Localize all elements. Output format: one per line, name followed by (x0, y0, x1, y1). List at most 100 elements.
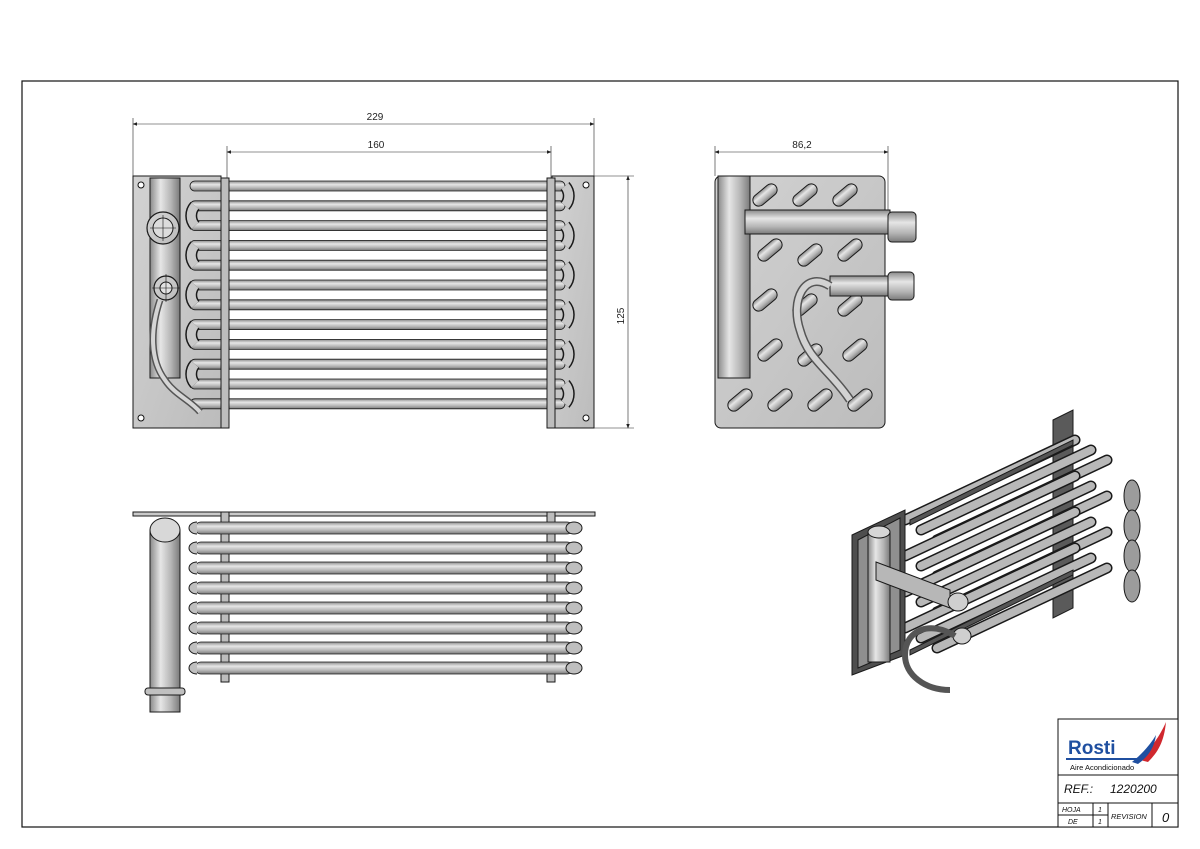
return-bend (186, 282, 199, 308)
tube-hole (767, 388, 793, 412)
straight-tube (189, 398, 566, 410)
dim-core-width: 160 (368, 140, 385, 151)
iso-tube (901, 472, 1079, 560)
straight-tube (189, 180, 566, 192)
iso-tube (917, 554, 1095, 642)
iso-bend (1123, 509, 1141, 543)
tube-end (565, 581, 583, 595)
straight-tube (194, 541, 574, 555)
tube-end (565, 661, 583, 675)
de-value: 1 (1098, 819, 1102, 826)
side-capillary (793, 278, 853, 402)
revision-value: 0 (1162, 810, 1170, 825)
return-bends (188, 521, 583, 675)
tube-end (188, 561, 198, 575)
straight-tube (194, 601, 574, 615)
tube-end (565, 521, 583, 535)
return-bend (186, 242, 199, 269)
iso-tube (917, 446, 1095, 534)
straight-tubes (189, 180, 566, 410)
return-bend (561, 183, 574, 209)
straight-tube (194, 641, 574, 655)
tube-hole (807, 388, 833, 412)
straight-tube (189, 279, 566, 291)
dim-height: 125 (616, 307, 627, 324)
tube-hole (757, 338, 783, 362)
tube-end (188, 601, 198, 615)
tube-hole (847, 388, 873, 412)
dim-overall-width: 229 (367, 112, 384, 123)
tube-end (188, 621, 198, 635)
straight-tube (194, 521, 574, 535)
iso-header-top (867, 525, 891, 539)
iso-bend (1123, 539, 1141, 573)
iso-tube (917, 482, 1095, 570)
top-header-flange (144, 687, 186, 696)
isometric-view (851, 409, 1141, 693)
ref-label: REF.: (1064, 782, 1093, 796)
tube-end (188, 521, 198, 535)
tube-end (565, 641, 583, 655)
straight-tube (194, 581, 574, 595)
return-bend (561, 222, 574, 249)
side-branch-pipe (744, 209, 891, 235)
top-plate-line (132, 511, 596, 517)
side-outlet-stub (887, 271, 915, 301)
top-view (132, 511, 596, 713)
straight-tube (189, 319, 566, 331)
return-bend (186, 321, 199, 348)
side-header-pipe (717, 175, 751, 379)
iso-outlet-end (952, 627, 972, 645)
brand-logo-text: Rosti (1068, 738, 1116, 759)
side-outlet-pipe (829, 275, 891, 297)
ref-value: 1220200 (1110, 782, 1157, 796)
straight-tube (189, 239, 566, 251)
return-bends (560, 182, 575, 408)
tube-end (565, 541, 583, 555)
tube-hole (727, 388, 753, 412)
iso-bend (1123, 479, 1141, 513)
top-support (546, 511, 556, 683)
straight-tube (189, 338, 566, 350)
straight-tube (189, 259, 566, 271)
tube-support (546, 177, 556, 429)
tube-end (188, 641, 198, 655)
tube-hole (757, 238, 783, 262)
tube-hole (792, 183, 818, 207)
straight-tube (189, 358, 566, 370)
straight-tube (194, 561, 574, 575)
iso-header-pipe (867, 531, 891, 663)
mount-hole (137, 181, 145, 189)
return-bends (185, 201, 200, 388)
mount-hole (582, 414, 590, 422)
front-view: 229 160 125 (132, 112, 634, 429)
straight-tube (194, 661, 574, 675)
tube-end (565, 621, 583, 635)
top-header-end (149, 517, 181, 543)
tube-hole (837, 238, 863, 262)
straight-tube (189, 378, 566, 390)
dim-depth: 86,2 (792, 140, 812, 151)
tube-end (188, 581, 198, 595)
hoja-value: 1 (1098, 807, 1102, 814)
return-bend (186, 361, 199, 387)
title-block: Rosti Aire Acondicionado REF.: 1220200 H… (1057, 718, 1179, 828)
side-view: 86,2 (714, 140, 917, 429)
tube-hole (797, 243, 823, 267)
return-bend (561, 341, 574, 368)
tube-end (188, 661, 198, 675)
iso-tube (901, 508, 1079, 596)
iso-tubes (899, 434, 1141, 656)
tube-end (565, 601, 583, 615)
iso-bend (1123, 569, 1141, 603)
return-bend (561, 301, 574, 328)
revision-label: REVISION (1111, 812, 1147, 821)
iso-tube (917, 518, 1095, 606)
straight-tubes (194, 521, 574, 675)
side-inlet-stub (887, 211, 917, 243)
mount-hole (137, 414, 145, 422)
tube-support (220, 177, 230, 429)
sheet-border (21, 80, 1179, 828)
top-header-pipe (149, 529, 181, 713)
iso-inlet-end (947, 592, 969, 612)
